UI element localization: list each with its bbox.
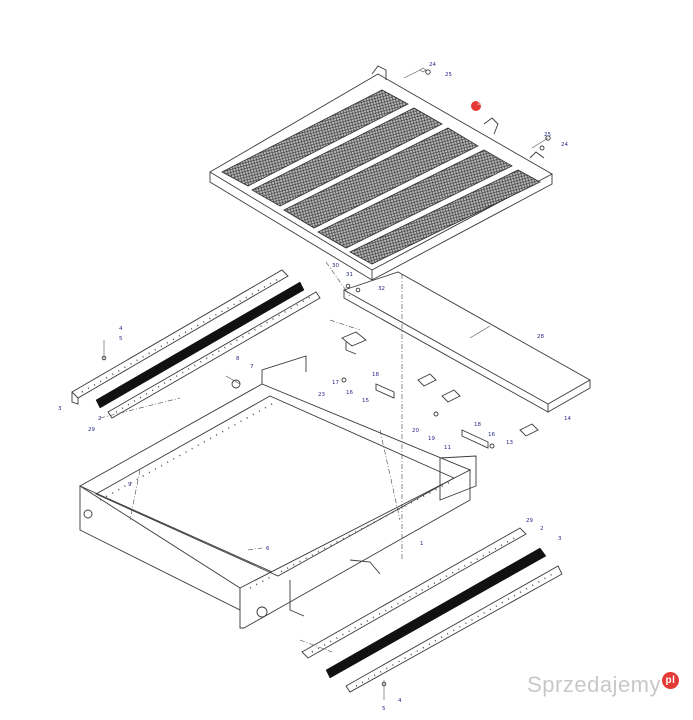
callout-label: 7 — [250, 364, 254, 370]
callout-label: 2 — [98, 416, 102, 422]
callout-label: 4 — [119, 326, 123, 332]
highlighted-callout-marker — [471, 101, 481, 111]
callout-label: 14 — [564, 416, 571, 422]
callout-label: 4 — [398, 698, 402, 704]
callout-label: 5 — [119, 336, 123, 342]
callout-label: 28 — [537, 334, 544, 340]
brackets-middle — [341, 331, 539, 449]
callout-label: 16 — [488, 432, 495, 438]
callout-label: 19 — [428, 436, 435, 442]
sieve-assembly — [209, 65, 553, 281]
fasteners — [101, 283, 387, 700]
pan-tray — [342, 271, 591, 413]
left-seal-strip-set — [71, 269, 321, 419]
watermark-text: Sprzedajemy — [527, 672, 661, 697]
callout-label: 23 — [318, 392, 325, 398]
main-frame — [78, 355, 477, 629]
callout-label: 15 — [362, 398, 369, 404]
callout-label: 16 — [346, 390, 353, 396]
callout-labels: 24 25 32 25 24 30 31 32 28 4 5 3 2 29 8 … — [58, 62, 571, 712]
assembly-lines — [99, 261, 403, 653]
callout-label: 18 — [474, 422, 481, 428]
watermark-badge: pl — [662, 672, 679, 689]
right-seal-strip-set — [301, 527, 563, 693]
callout-label: 5 — [382, 706, 386, 712]
callout-label: 32 — [477, 101, 483, 107]
callout-label: 18 — [372, 372, 379, 378]
callout-label: 3 — [58, 406, 62, 412]
callout-label: 6 — [266, 546, 270, 552]
callout-label: 17 — [332, 380, 339, 386]
callout-label: 29 — [88, 427, 95, 433]
callout-label: 13 — [506, 440, 513, 446]
callout-label: 8 — [236, 356, 240, 362]
callout-label: 29 — [526, 518, 533, 524]
callout-label: 20 — [412, 428, 419, 434]
bolt-fixings-top — [403, 67, 551, 151]
callout-label: 9 — [128, 482, 132, 488]
callout-label: 31 — [346, 272, 353, 278]
callout-label: 25 — [445, 72, 452, 78]
callout-label: 2 — [540, 526, 544, 532]
callout-label: 24 — [561, 142, 568, 148]
callout-label: 11 — [444, 445, 451, 451]
callout-label: 25 — [544, 132, 551, 138]
callout-label: 24 — [429, 62, 436, 68]
callout-label: 3 — [558, 536, 562, 542]
callout-label: 1 — [420, 541, 424, 547]
callout-label: 30 — [332, 263, 339, 269]
callout-label: 32 — [378, 286, 385, 292]
